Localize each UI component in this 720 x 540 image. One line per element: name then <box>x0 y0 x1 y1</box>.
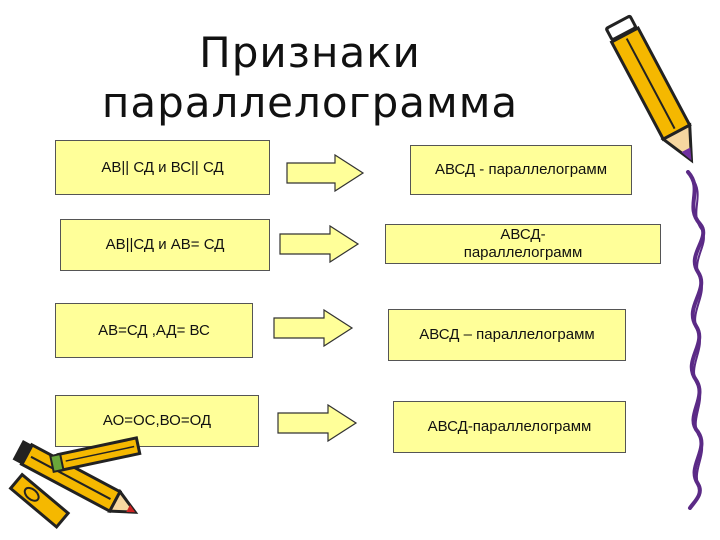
pencil-icon <box>605 14 694 164</box>
condition-box-3: АВ=СД ,АД= ВС <box>55 303 253 358</box>
arrow-icon-3 <box>273 308 354 348</box>
arrow-icon-4 <box>277 403 358 443</box>
page-title: Признаки параллелограмма <box>80 28 540 128</box>
title-line-1: Признаки <box>199 28 421 77</box>
arrow-icon-1 <box>286 153 365 193</box>
result-box-2: АВСД-параллелограмм <box>385 224 661 264</box>
title-line-2: параллелограмма <box>101 78 519 127</box>
result-box-1: АВСД - параллелограмм <box>410 145 632 195</box>
condition-box-4: АО=ОС,ВО=ОД <box>55 395 259 447</box>
arrow-icon-2 <box>279 224 360 264</box>
result-box-3: АВСД – параллелограмм <box>388 309 626 361</box>
result-box-4: АВСД-параллелограмм <box>393 401 626 453</box>
condition-box-2: АВ||СД и АВ= СД <box>60 219 270 271</box>
scribble-line <box>686 170 706 510</box>
pencils-icon <box>8 436 142 530</box>
condition-box-1: АВ|| СД и ВС|| СД <box>55 140 270 195</box>
